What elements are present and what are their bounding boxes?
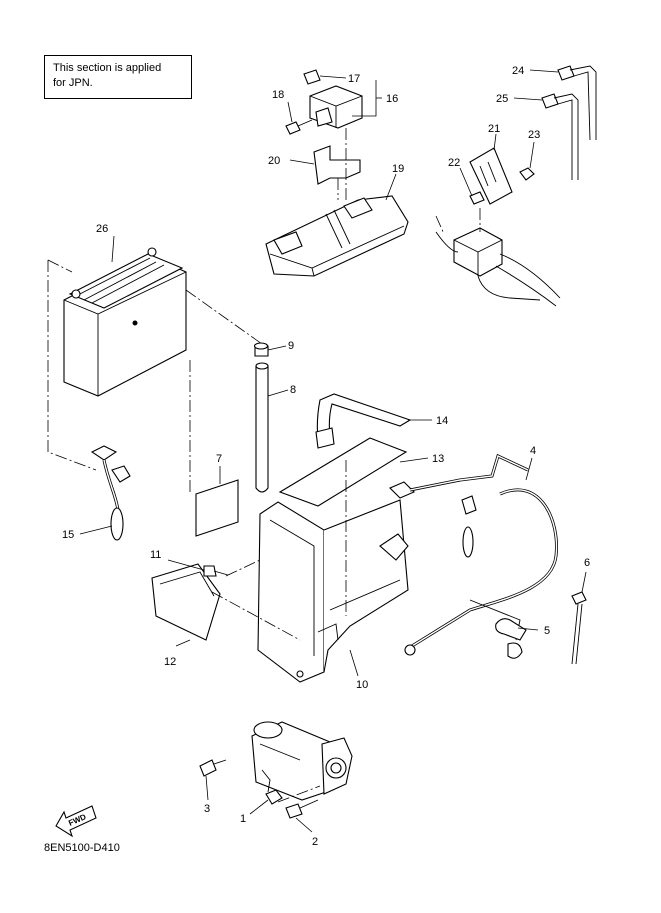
cable-tie-24[interactable] xyxy=(557,65,597,141)
starter-motor[interactable] xyxy=(251,721,353,801)
callout-16: 16 xyxy=(386,93,398,105)
callout-4: 4 xyxy=(530,445,536,457)
callout-1: 1 xyxy=(240,813,246,825)
callout-8: 8 xyxy=(290,384,296,396)
wire-clamp[interactable] xyxy=(495,618,527,641)
callout-19: 19 xyxy=(392,163,404,175)
fwd-arrow-icon: FWD xyxy=(55,805,97,838)
bolt-2[interactable] xyxy=(285,799,319,819)
bolt-18[interactable] xyxy=(285,119,313,135)
cable-tie-6[interactable] xyxy=(571,591,587,665)
battery[interactable] xyxy=(63,247,187,397)
callout-14: 14 xyxy=(436,415,448,427)
callout-20: 20 xyxy=(268,155,280,167)
nut-1[interactable] xyxy=(265,789,283,805)
callout-6: 6 xyxy=(584,557,590,569)
note-line-2: for JPN. xyxy=(53,77,93,89)
callout-9: 9 xyxy=(288,340,294,352)
callout-17: 17 xyxy=(348,73,360,85)
callout-10: 10 xyxy=(356,679,368,691)
breather-hose[interactable] xyxy=(255,362,269,493)
battery-sheet[interactable] xyxy=(278,437,408,507)
callout-3: 3 xyxy=(204,803,210,815)
callout-26: 26 xyxy=(96,223,108,235)
callout-22: 22 xyxy=(448,157,460,169)
relay-fuse[interactable] xyxy=(303,69,321,85)
wire-connector[interactable] xyxy=(435,227,561,307)
note-line-1: This section is applied xyxy=(53,62,162,74)
diagram-code: 8EN5100-D410 xyxy=(44,842,120,854)
starter-relay[interactable] xyxy=(309,85,363,129)
relay-bracket[interactable] xyxy=(313,145,361,185)
screw-11[interactable] xyxy=(203,565,229,577)
leader-lines xyxy=(79,69,587,833)
callout-13: 13 xyxy=(432,453,444,465)
callout-25: 25 xyxy=(496,93,508,105)
callouts: 26 7 8 9 10 11 12 13 14 15 16 17 18 19 2… xyxy=(62,65,590,848)
callout-12: 12 xyxy=(164,656,176,668)
applicability-note: This section is applied for JPN. xyxy=(44,55,192,99)
callout-23: 23 xyxy=(528,129,540,141)
battery-cable[interactable] xyxy=(90,445,131,541)
callout-5: 5 xyxy=(544,625,550,637)
callout-21: 21 xyxy=(488,123,500,135)
wire-harness[interactable] xyxy=(389,453,559,659)
battery-box[interactable] xyxy=(257,499,409,683)
callout-11: 11 xyxy=(150,549,161,561)
cable-tie-25[interactable] xyxy=(541,93,579,180)
bolt-3[interactable] xyxy=(199,759,227,777)
bolt-22[interactable] xyxy=(469,191,485,205)
hose-clip[interactable] xyxy=(253,342,269,357)
bracket-21[interactable] xyxy=(469,147,513,205)
relay-cover[interactable] xyxy=(265,195,409,277)
callout-18: 18 xyxy=(272,89,284,101)
callout-24: 24 xyxy=(512,65,524,77)
reference-lines xyxy=(47,128,481,803)
nut-23[interactable] xyxy=(519,167,535,181)
callout-7: 7 xyxy=(216,453,222,465)
battery-pad[interactable] xyxy=(195,479,239,537)
callout-15: 15 xyxy=(62,529,74,541)
callout-2: 2 xyxy=(312,836,318,848)
